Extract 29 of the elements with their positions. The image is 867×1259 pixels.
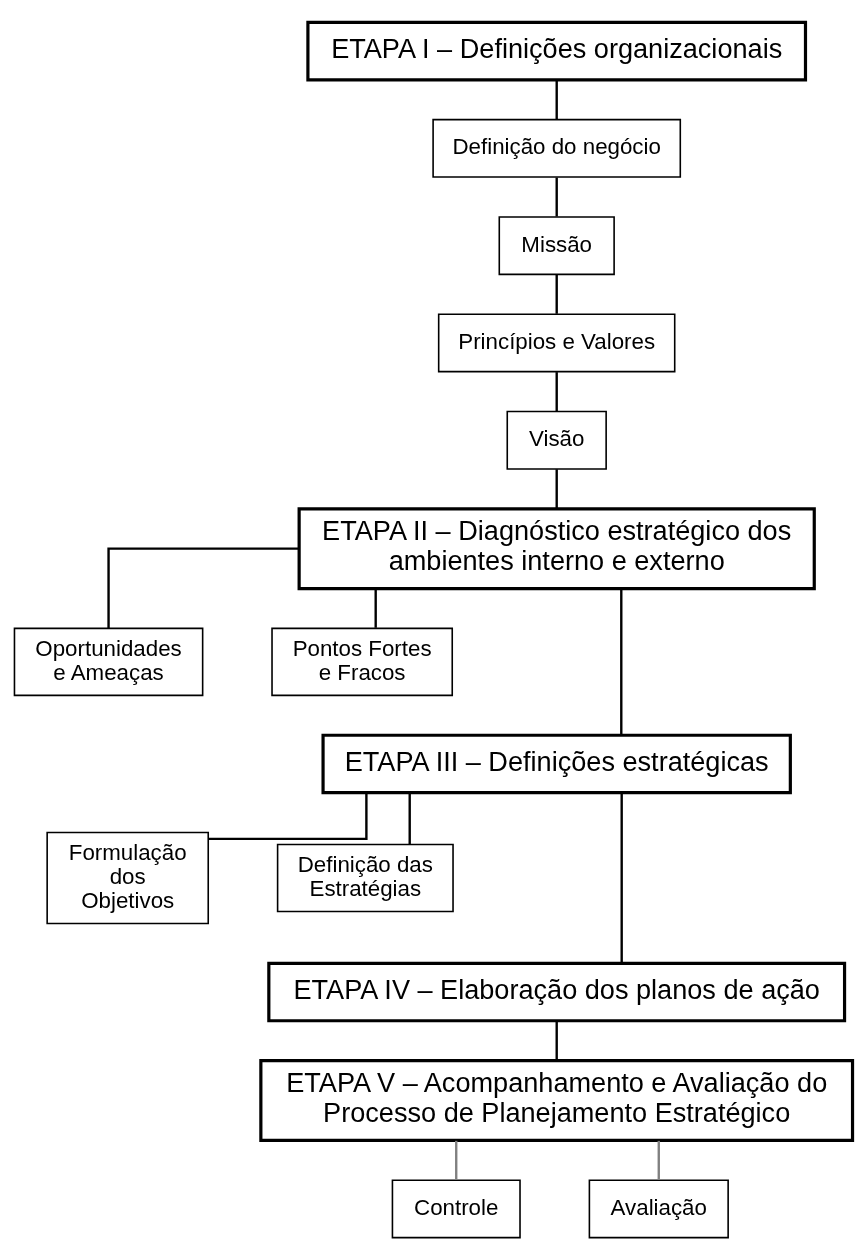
node-box: Visão: [506, 410, 607, 470]
node-box: Formulação dos Objetivos: [46, 831, 210, 924]
node-box: ETAPA III – Definições estratégicas: [321, 733, 792, 794]
connector: [455, 1140, 458, 1180]
node-box: Oportunidades e Ameaças: [13, 627, 204, 696]
node-box: Controle: [391, 1178, 521, 1238]
node-box: ETAPA V – Acompanhamento e Avaliação do Processo de Planejamento Estratégico: [259, 1058, 855, 1142]
node-box: Princípios e Valores: [437, 312, 676, 372]
node-box: Avaliação: [588, 1178, 729, 1238]
node-box: Missão: [498, 215, 615, 275]
node-box: Definição das Estratégias: [276, 843, 454, 912]
connector: [208, 792, 368, 840]
connector: [555, 468, 558, 508]
connector: [657, 1140, 660, 1180]
connector: [620, 792, 623, 963]
connector: [555, 371, 558, 411]
node-box: ETAPA II – Diagnóstico estratégico dos ambientes interno e externo: [297, 506, 816, 590]
connector: [555, 274, 558, 314]
connector: [408, 792, 411, 844]
connector: [555, 177, 558, 216]
connector: [107, 546, 299, 628]
node-box: Pontos Fortes e Fracos: [271, 627, 454, 696]
connector: [555, 79, 558, 119]
connector: [555, 1020, 558, 1060]
connector: [374, 588, 377, 628]
node-box: Definição do negócio: [432, 118, 682, 178]
node-box: ETAPA I – Definições organizacionais: [306, 20, 808, 81]
node-box: ETAPA IV – Elaboração dos planos de ação: [267, 961, 847, 1022]
connector: [620, 588, 623, 735]
